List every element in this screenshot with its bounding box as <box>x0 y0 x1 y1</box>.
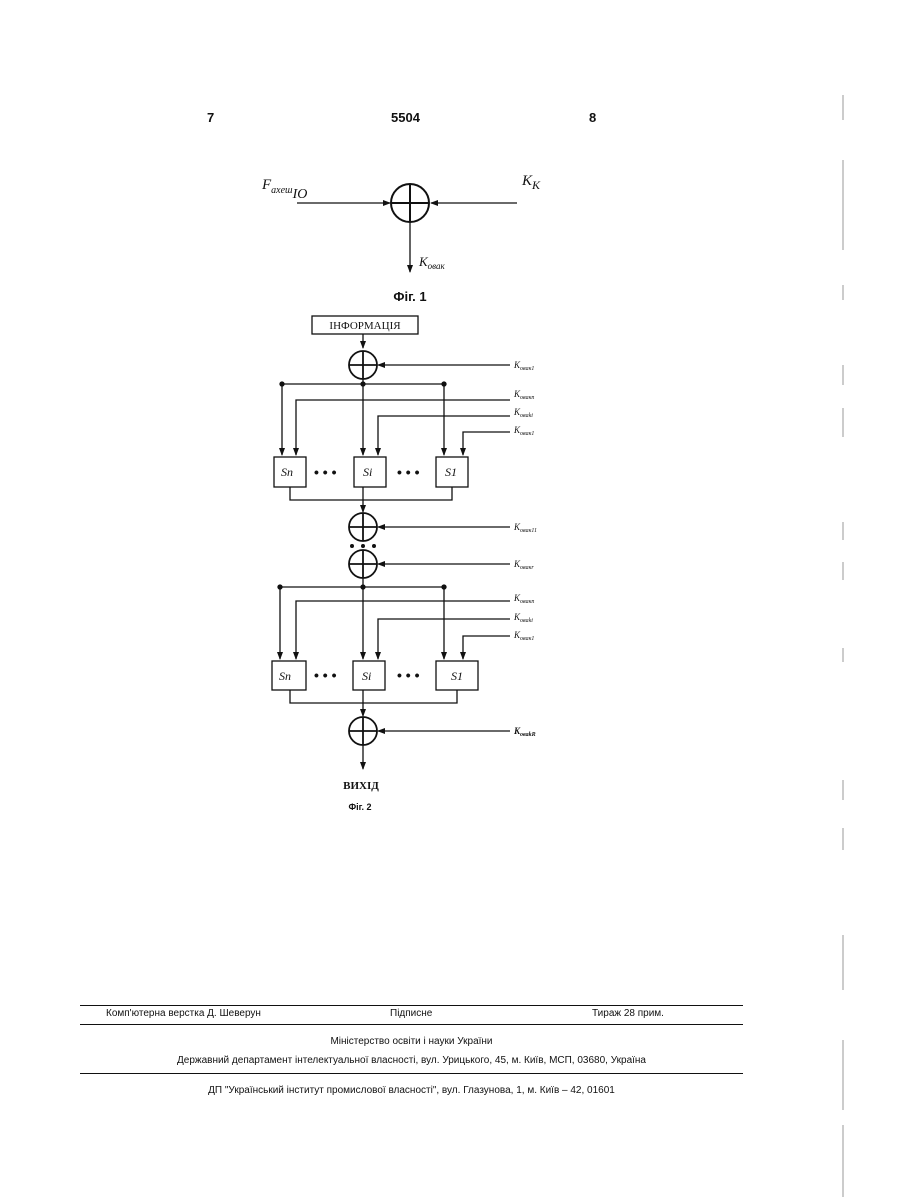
key-label-bottom-i: Kоваki <box>513 612 533 624</box>
key-label-bottom-n: Kовакn <box>513 593 534 605</box>
fig2-caption: Фіг. 2 <box>348 802 371 812</box>
svg-text:• • •: • • • <box>314 667 337 683</box>
fig1-diagram <box>297 184 517 272</box>
ellipsis-vertical <box>350 544 376 548</box>
s-box-1-top-label: S1 <box>445 465 457 479</box>
xor-final-symbol <box>349 717 377 745</box>
output-label: ВИХІД <box>343 780 379 792</box>
fig1-xor-symbol <box>391 184 429 222</box>
xor-2-symbol <box>349 513 377 541</box>
xor-3-symbol <box>349 550 377 578</box>
svg-text:• • •: • • • <box>397 464 420 480</box>
info-label: ІНФОРМАЦІЯ <box>329 320 401 332</box>
imprint-department: Державний департамент інтелектуальної вл… <box>80 1055 743 1066</box>
fig1-input-left-label: FaxeшIO <box>261 177 307 202</box>
s-box-i-top-label: Si <box>363 465 372 479</box>
svg-text:• • •: • • • <box>314 464 337 480</box>
s-box-n-bottom-label: Sn <box>279 669 291 683</box>
imprint-subscription: Підписне <box>390 1008 432 1019</box>
key-label-bottom-1: Kовак1 <box>513 630 534 642</box>
fig1-input-right-label: KK <box>521 173 541 192</box>
fig1-caption: Фіг. 1 <box>393 289 426 304</box>
key-label-final: KоваkR <box>513 726 536 738</box>
key-label-top-1: Kовак1 <box>513 425 534 437</box>
key-label-xor1: Kовак1 <box>513 360 534 372</box>
svg-text:• • •: • • • <box>397 667 420 683</box>
fig2-diagram <box>272 316 510 769</box>
key-label-top-i: Kоваki <box>513 407 533 419</box>
key-label-xor3: Kовакr <box>513 559 534 571</box>
imprint-institute: ДП "Український інститут промислової вла… <box>80 1085 743 1096</box>
imprint-typesetter: Комп'ютерна верстка Д. Шеверун <box>106 1008 261 1019</box>
s-box-1-bottom-label: S1 <box>451 669 463 683</box>
imprint-rule-top <box>80 1005 743 1006</box>
key-label-xor2: Kовак11 <box>513 522 537 534</box>
imprint-rule-bottom <box>80 1073 743 1074</box>
imprint-row-1: Комп'ютерна верстка Д. Шеверун Підписне … <box>80 1008 743 1022</box>
fig1-output-label: Kовак <box>418 254 446 271</box>
xor-1-symbol <box>349 351 377 379</box>
box-ellipses: • • • • • • • • • • • • <box>314 464 420 683</box>
imprint-circulation: Тираж 28 прим. <box>592 1008 664 1019</box>
s-box-i-bottom-label: Si <box>362 669 371 683</box>
key-label-top-n: Kовакn <box>513 389 534 401</box>
imprint-ministry: Міністерство освіти і науки України <box>80 1036 743 1047</box>
imprint-rule-middle <box>80 1024 743 1025</box>
s-box-n-top-label: Sn <box>281 465 293 479</box>
